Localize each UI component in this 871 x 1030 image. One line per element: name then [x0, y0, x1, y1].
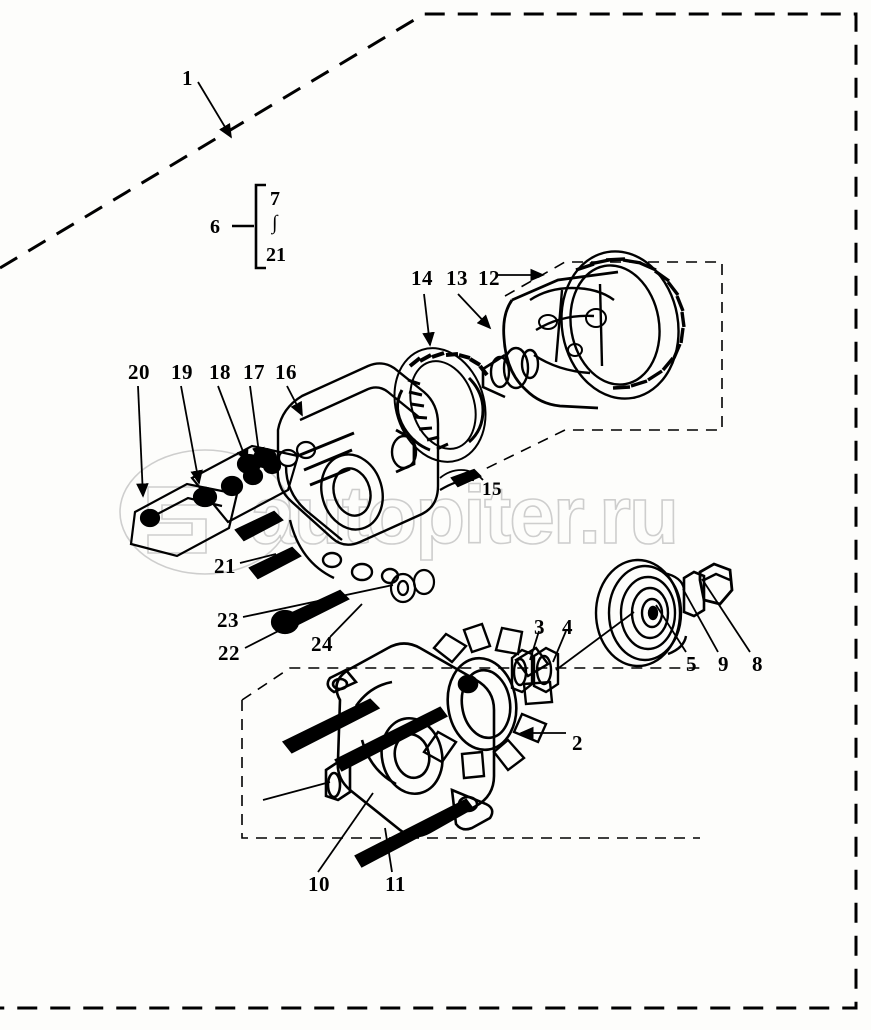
callout-range-glyph: ∫: [272, 212, 278, 234]
callout-17: 17: [243, 360, 265, 384]
callout-5: 5: [686, 652, 697, 676]
callout-7: 7: [270, 188, 280, 210]
front-bracket-drawing: [281, 622, 554, 868]
callout-6: 6: [210, 216, 220, 238]
callout-2: 2: [572, 731, 583, 755]
callout-21: 21: [214, 554, 236, 578]
callout-16: 16: [275, 360, 297, 384]
rectifier-assembly-drawing: [129, 440, 317, 580]
callout-14: 14: [411, 266, 433, 290]
lower-group-dashed-box: [241, 667, 700, 839]
callout-18: 18: [209, 360, 231, 384]
callout-4: 4: [562, 615, 573, 639]
callout-13: 13: [446, 266, 468, 290]
leader-lines: [136, 81, 751, 873]
callout-8: 8: [752, 652, 763, 676]
callout-24: 24: [311, 632, 333, 656]
callout-19: 19: [171, 360, 193, 384]
callout-22: 22: [218, 641, 240, 665]
callout-12: 12: [478, 266, 500, 290]
rotor-drawing: [481, 250, 686, 410]
watermark: autopiter.ru: [119, 449, 680, 575]
stator-drawing: [393, 347, 489, 463]
brush-parts-drawing: [270, 468, 482, 635]
outer-dashed-boundary: [0, 12, 858, 1010]
callout-3: 3: [534, 615, 545, 639]
callout-23: 23: [217, 608, 239, 632]
callout-11: 11: [385, 872, 406, 896]
callout-20: 20: [128, 360, 150, 384]
group-6-bracket: [232, 183, 266, 270]
callout-10: 10: [308, 872, 330, 896]
rotor-group-dashed-box: [482, 261, 723, 471]
callout-15: 15: [482, 479, 502, 500]
rear-cover-drawing: [276, 362, 440, 585]
callout-21-bracket: 21: [266, 244, 286, 266]
pulley-drawing: [594, 558, 734, 668]
callout-9: 9: [718, 652, 729, 676]
callout-1: 1: [182, 66, 193, 90]
